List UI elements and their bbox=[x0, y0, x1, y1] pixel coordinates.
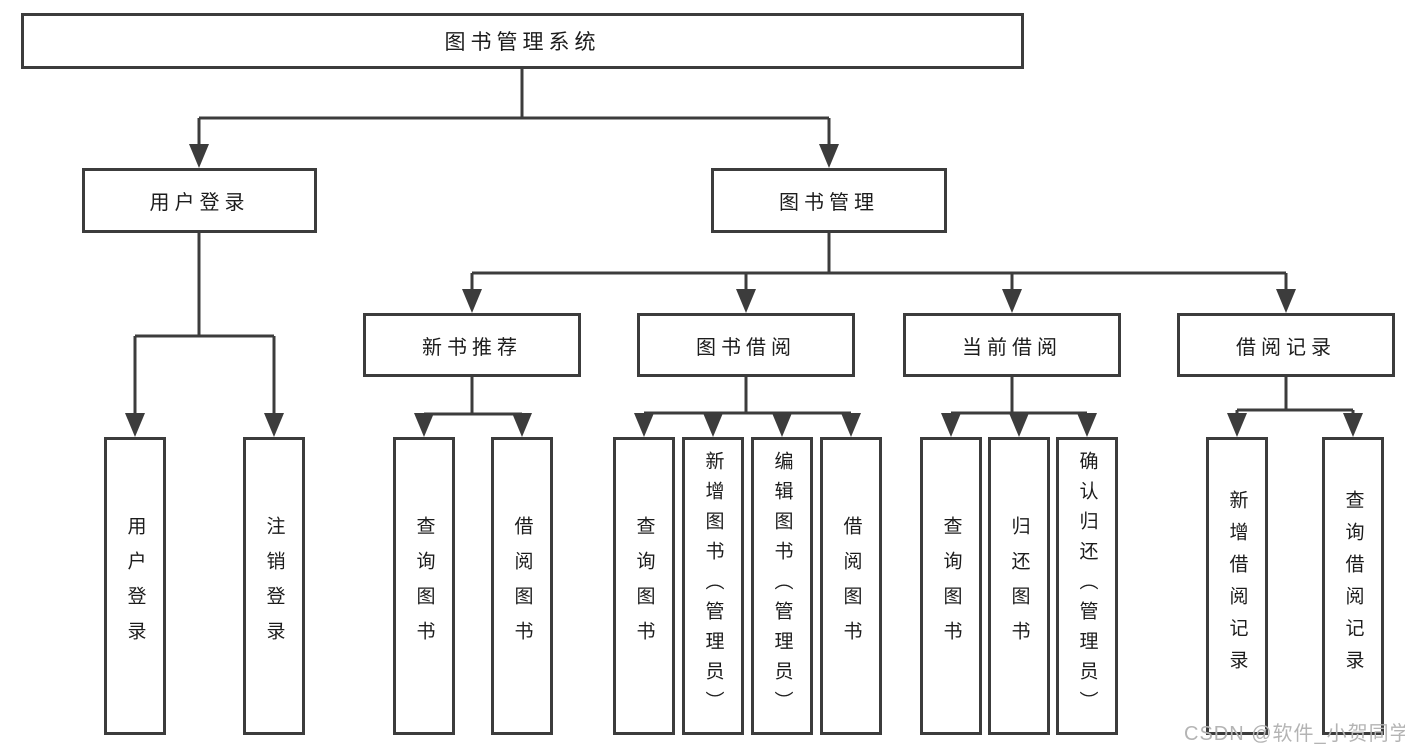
node-user-login: 用户登录 bbox=[104, 437, 166, 735]
node-query-books-current: 查询图书 bbox=[920, 437, 982, 735]
node-add-borrow-record: 新增借阅记录 bbox=[1206, 437, 1268, 735]
node-current-borrowing: 当前借阅 bbox=[903, 313, 1121, 377]
arrowheads bbox=[125, 144, 1363, 437]
node-query-books-recommend: 查询图书 bbox=[393, 437, 455, 735]
node-query-borrow-record: 查询借阅记录 bbox=[1322, 437, 1384, 735]
node-confirm-return-admin: 确认归还（管理员） bbox=[1056, 437, 1118, 735]
node-book-borrowing: 图书借阅 bbox=[637, 313, 855, 377]
node-logout: 注销登录 bbox=[243, 437, 305, 735]
node-add-book-admin: 新增图书（管理员） bbox=[682, 437, 744, 735]
node-user-login-module: 用户登录 bbox=[82, 168, 317, 233]
node-query-books-borrowing: 查询图书 bbox=[613, 437, 675, 735]
node-borrow-books-recommend: 借阅图书 bbox=[491, 437, 553, 735]
node-book-management-module: 图书管理 bbox=[711, 168, 947, 233]
node-edit-book-admin: 编辑图书（管理员） bbox=[751, 437, 813, 735]
node-return-books: 归还图书 bbox=[988, 437, 1050, 735]
node-borrow-books: 借阅图书 bbox=[820, 437, 882, 735]
node-new-book-recommend: 新书推荐 bbox=[363, 313, 581, 377]
csdn-watermark: CSDN @软件_小贺同学 bbox=[1184, 723, 1405, 745]
node-library-management-system: 图书管理系统 bbox=[21, 13, 1024, 69]
node-borrowing-records: 借阅记录 bbox=[1177, 313, 1395, 377]
